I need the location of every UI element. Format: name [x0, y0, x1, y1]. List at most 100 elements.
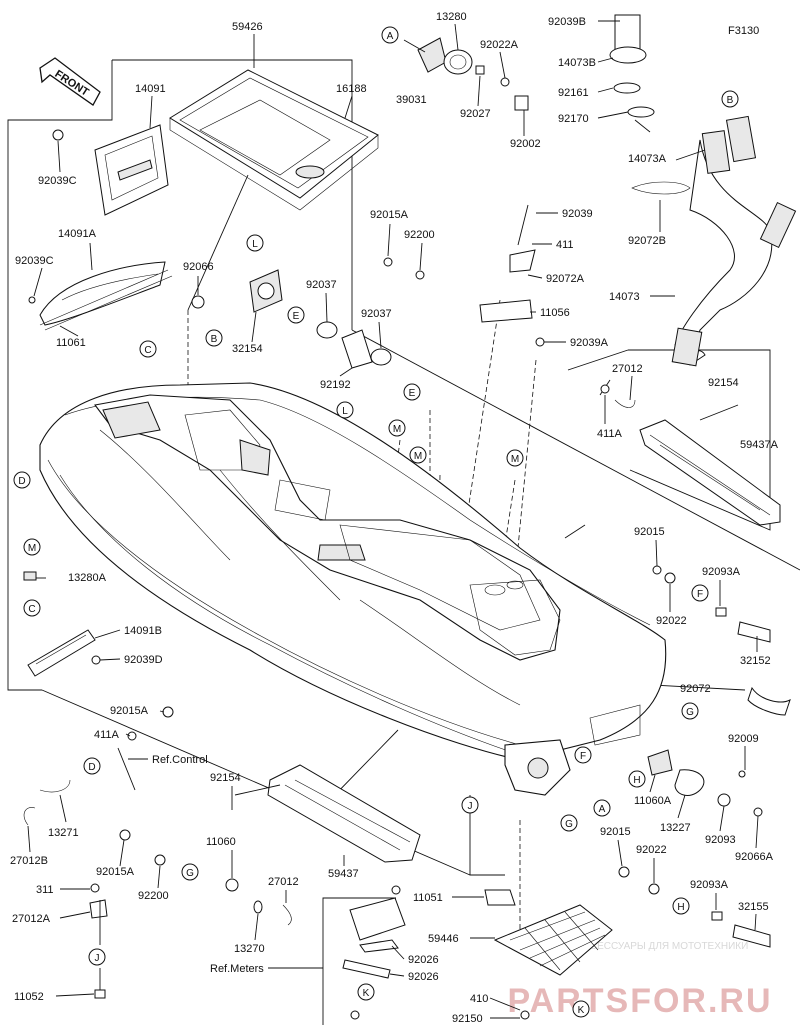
callout-marker: M	[506, 449, 524, 467]
part-label: 32154	[232, 343, 263, 355]
vent-cover	[52, 124, 169, 216]
svg-text:K: K	[363, 988, 370, 999]
part-label: 14091	[135, 83, 166, 95]
part-label: Ref.Control	[152, 754, 208, 766]
callout-marker: G	[181, 863, 199, 881]
part-label: 13271	[48, 827, 79, 839]
callout-marker: M	[388, 419, 406, 437]
part-label: 92015A	[96, 866, 135, 878]
drain-plug-right	[652, 565, 791, 716]
part-label: 32155	[738, 901, 769, 913]
part-label: 14073	[609, 291, 640, 303]
cable-holder	[383, 204, 545, 347]
part-label: 92039	[562, 208, 593, 220]
part-label: 92022	[636, 844, 667, 856]
hose-fittings	[249, 269, 392, 369]
figure-code: F3130	[728, 25, 759, 37]
part-label: 92072	[680, 683, 711, 695]
part-label: 92200	[404, 229, 435, 241]
svg-text:G: G	[686, 707, 694, 718]
svg-text:H: H	[633, 775, 640, 786]
part-label: 11051	[413, 892, 443, 904]
part-label: 92009	[728, 733, 759, 745]
front-arrow: FRONT	[39, 57, 101, 106]
part-label: 92026	[408, 971, 439, 983]
drain-assembly-bottom	[618, 866, 771, 948]
storage-tray	[169, 69, 379, 211]
part-label: 92027	[460, 108, 491, 120]
callout-marker: F	[574, 746, 592, 764]
part-label: 11052	[14, 991, 44, 1003]
callout-marker: G	[681, 702, 699, 720]
part-label: 92026	[408, 954, 439, 966]
part-label: 92039D	[124, 654, 163, 666]
callout-marker: C	[23, 599, 41, 617]
part-label: 92154	[708, 377, 739, 389]
part-label: 27012B	[10, 855, 48, 867]
part-label: 11061	[56, 337, 86, 349]
part-label: 59437A	[740, 439, 779, 451]
svg-text:L: L	[252, 239, 258, 250]
side-strip	[23, 571, 101, 677]
callout-marker: E	[403, 383, 421, 401]
callout-marker: H	[628, 770, 646, 788]
part-label: 59426	[232, 21, 263, 33]
svg-text:F: F	[697, 589, 703, 600]
hatch-cover	[28, 261, 205, 331]
part-label: 14073B	[558, 57, 596, 69]
callout-marker: J	[461, 796, 479, 814]
part-label: 92022	[656, 615, 687, 627]
part-label: 92154	[210, 772, 241, 784]
svg-text:K: K	[578, 1005, 585, 1016]
callout-marker: B	[721, 90, 739, 108]
part-label: 92015	[634, 526, 665, 538]
svg-text:A: A	[599, 804, 606, 815]
part-label: 92161	[558, 87, 589, 99]
part-label: 92022A	[480, 39, 519, 51]
part-label: 410	[470, 993, 488, 1005]
part-label: Ref.Meters	[210, 963, 264, 975]
part-label: 14091B	[124, 625, 162, 637]
part-label: 92015	[600, 826, 631, 838]
callout-marker: A	[381, 26, 399, 44]
part-label: 92015A	[370, 209, 409, 221]
svg-text:C: C	[28, 604, 35, 615]
callout-marker: C	[139, 340, 157, 358]
part-label: 92066	[183, 261, 214, 273]
part-label: 14073A	[628, 153, 667, 165]
part-label: 92192	[320, 379, 351, 391]
svg-text:J: J	[468, 801, 473, 812]
part-label: 92150	[452, 1013, 483, 1025]
part-label: 92039B	[548, 16, 586, 28]
part-label: 59437	[328, 868, 359, 880]
part-label: 92093	[705, 834, 736, 846]
part-label: 311	[36, 884, 54, 896]
part-label: 92066A	[735, 851, 774, 863]
svg-text:D: D	[18, 476, 25, 487]
part-label: 27012	[268, 876, 299, 888]
water-hoses	[609, 14, 797, 367]
svg-text:G: G	[565, 819, 573, 830]
svg-text:F: F	[580, 751, 586, 762]
intake-grate	[484, 889, 613, 1020]
fuel-cap-assembly	[417, 37, 529, 111]
part-labels: 59426 13280 92039B 14091 16188 39031 920…	[10, 11, 779, 1025]
callout-marker: K	[357, 983, 375, 1001]
part-label: 411A	[597, 428, 623, 440]
part-label: 13227	[660, 822, 691, 834]
callout-marker: A	[593, 799, 611, 817]
part-label: 11060A	[634, 795, 672, 807]
svg-text:D: D	[88, 762, 95, 773]
callout-marker: F	[691, 584, 709, 602]
part-label: 92093A	[690, 879, 729, 891]
footrest-right	[600, 384, 781, 526]
part-label: 92093A	[702, 566, 741, 578]
svg-text:E: E	[409, 388, 416, 399]
svg-text:A: A	[387, 31, 394, 42]
drain-assembly	[647, 749, 763, 817]
part-label: 92015A	[110, 705, 149, 717]
watermark: PARTSFOR.RU ЗАПЧАСТИ И АКСЕССУАРЫ ДЛЯ МО…	[507, 941, 770, 1020]
part-label: 92002	[510, 138, 541, 150]
part-label: 27012A	[12, 913, 51, 925]
part-label: 92037	[361, 308, 392, 320]
